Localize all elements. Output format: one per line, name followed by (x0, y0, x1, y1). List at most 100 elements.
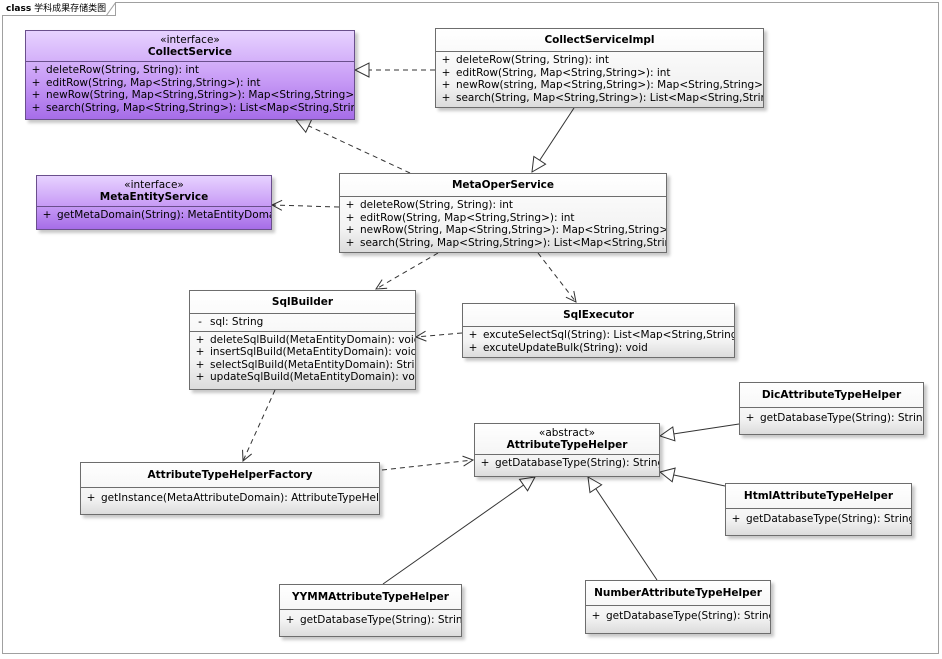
operation-row: + editRow(String, Map<String,String>): in… (26, 77, 354, 90)
operation-row: +getDatabaseType(String): String (726, 513, 911, 526)
class-yymm-attribute-type-helper[interactable]: YYMMAttributeTypeHelper +getDatabaseType… (279, 584, 462, 637)
class-collect-service-impl[interactable]: CollectServiceImpl + deleteRow(String, St… (435, 28, 764, 108)
visibility-marker: + (195, 333, 205, 346)
class-collect-service[interactable]: «interface» CollectService + deleteRow(St… (25, 30, 355, 120)
class-name: MetaOperService (451, 179, 555, 191)
edge-number-generalizes-attributetypehelper (588, 477, 658, 581)
operation-signature: getDatabaseType(String): String (300, 614, 461, 626)
visibility-marker: + (31, 64, 41, 76)
class-name: HtmlAttributeTypeHelper (743, 490, 894, 502)
operations-compartment: + deleteRow(String, String): int +editRow… (340, 197, 666, 251)
class-header: SqlBuilder (190, 291, 415, 314)
operation-signature: excuteSelectSql(String): List<Map<String… (483, 329, 734, 341)
operation-row: +newRow(String, Map<String,String>): Map… (26, 89, 354, 102)
visibility-marker: + (31, 76, 41, 89)
visibility-marker: + (285, 614, 295, 626)
operation-signature: deleteSqlBuild(MetaEntityDomain): void (210, 333, 415, 346)
class-name: CollectService (147, 46, 233, 58)
operation-signature: deleteRow(String, String): int (360, 199, 514, 211)
operation-row: +getMetaDomain(String): MetaEntityDomain (37, 209, 271, 222)
class-dic-attribute-type-helper[interactable]: DicAttributeTypeHelper +getDatabaseType(… (739, 382, 924, 435)
visibility-marker: + (195, 358, 205, 371)
class-header: MetaOperService (340, 174, 666, 197)
diagram-title: 学科成果存储类图 (34, 4, 107, 14)
operations-compartment: + getDatabaseType(String): String (280, 610, 461, 629)
operation-row: +editRow(String, Map<String,String>): in… (340, 212, 666, 225)
operation-signature: getDatabaseType(String): String (495, 457, 659, 469)
edge-dic-generalizes-attributetypehelper (660, 423, 740, 436)
attributes-compartment: -sql: String (190, 314, 415, 332)
visibility-marker: + (195, 346, 205, 358)
operation-signature: newRow(string, Map<String,String>): Map<… (456, 79, 763, 91)
attribute-signature: sql: String (210, 316, 264, 328)
visibility-marker: + (195, 371, 205, 383)
operation-row: + getInstance(MetaAttributeDomain): Attri… (81, 492, 379, 505)
visibility-marker: + (345, 199, 355, 211)
class-header: SqlExecutor (463, 304, 734, 327)
operation-signature: search(String, Map<String,String>): List… (360, 236, 666, 249)
class-sql-executor[interactable]: SqlExecutor + excuteSelectSql(String): Li… (462, 303, 735, 358)
class-meta-oper-service[interactable]: MetaOperService + deleteRow(String, Strin… (339, 173, 667, 253)
operation-row: + deleteRow(String, String): int (340, 199, 666, 212)
class-name: CollectServiceImpl (544, 34, 655, 46)
operation-row: +editRow(String, Map<String,String>): in… (436, 67, 763, 80)
operations-compartment: +getDatabaseType(String): String (726, 509, 911, 528)
attribute-row: -sql: String (190, 316, 415, 329)
class-header: NumberAttributeTypeHelper (586, 581, 770, 606)
edge-metaoper-realizes-collectservice (296, 120, 411, 174)
operation-signature: getMetaDomain(String): MetaEntityDomain (57, 209, 271, 221)
class-sql-builder[interactable]: SqlBuilder -sql: String + deleteSqlBuild(… (189, 290, 416, 390)
visibility-marker: + (86, 492, 96, 504)
class-header: «interface» MetaEntityService (37, 176, 271, 207)
edge-yymm-generalizes-attributetypehelper (382, 477, 535, 585)
class-html-attribute-type-helper[interactable]: HtmlAttributeTypeHelper +getDatabaseType… (725, 483, 912, 536)
class-name: AttributeTypeHelper (506, 439, 628, 451)
operation-signature: deleteRow(String, String): int (456, 54, 610, 66)
visibility-marker: + (345, 224, 355, 236)
operations-compartment: + getInstance(MetaAttributeDomain): Attri… (81, 488, 379, 507)
operation-signature: editRow(String, Map<String,String>): int (456, 66, 671, 79)
operation-row: +updateSqlBuild(MetaEntityDomain): void (190, 371, 415, 384)
class-number-attribute-type-helper[interactable]: NumberAttributeTypeHelper +getDatabaseTy… (585, 580, 771, 634)
operations-compartment: +getMetaDomain(String): MetaEntityDomain (37, 207, 271, 224)
class-name: AttributeTypeHelperFactory (147, 469, 313, 481)
operation-signature: selectSqlBuild(MetaEntityDomain): String (210, 358, 415, 371)
edge-html-generalizes-attributetypehelper (660, 472, 726, 487)
operations-compartment: + excuteSelectSql(String): List<Map<Strin… (463, 327, 734, 356)
edge-factory-to-attributetypehelper (381, 460, 473, 471)
visibility-marker: + (468, 341, 478, 354)
operation-row: +search(String, Map<String,String>): Lis… (436, 92, 763, 105)
frame-tab-corner (106, 2, 116, 16)
operation-row: +getDatabaseType(String): String (475, 457, 659, 470)
operation-row: + deleteRow(String, String): int (436, 54, 763, 67)
class-header: DicAttributeTypeHelper (740, 383, 923, 408)
operation-row: +newRow(String, Map<String,String>): Map… (340, 224, 666, 237)
operation-signature: newRow(String, Map<String,String>): Map<… (46, 89, 354, 101)
stereotype-label: «interface» (160, 34, 220, 46)
operation-signature: deleteRow(String, String): int (46, 64, 200, 76)
class-header: «abstract» AttributeTypeHelper (475, 424, 659, 455)
edge-sqlbuilder-to-factory (243, 389, 276, 461)
operation-signature: editRow(String, Map<String,String>): int (46, 76, 261, 89)
class-attribute-type-helper-factory[interactable]: AttributeTypeHelperFactory + getInstance(… (80, 462, 380, 515)
visibility-marker: + (31, 101, 41, 114)
visibility-marker: - (198, 316, 202, 328)
visibility-marker: + (345, 236, 355, 249)
operation-signature: getInstance(MetaAttributeDomain): Attrib… (101, 492, 379, 504)
edge-sqlexecutor-to-sqlbuilder (416, 333, 463, 337)
operation-signature: excuteUpdateBulk(String): void (483, 341, 648, 354)
class-attribute-type-helper[interactable]: «abstract» AttributeTypeHelper +getDatab… (474, 423, 660, 477)
operation-signature: getDatabaseType(String): String (760, 412, 923, 424)
visibility-marker: + (731, 513, 741, 525)
operations-compartment: +getDatabaseType(String): String (586, 606, 770, 625)
visibility-marker: + (441, 79, 451, 91)
visibility-marker: + (441, 54, 451, 66)
operation-row: +excuteSelectSql(String): List<Map<Strin… (463, 329, 734, 342)
edge-metaoper-to-sqlbuilder (376, 252, 439, 289)
edge-metaoper-to-metaentityservice (272, 205, 340, 207)
class-header: CollectServiceImpl (436, 29, 763, 52)
class-meta-entity-service[interactable]: «interface» MetaEntityService +getMetaDo… (36, 175, 272, 230)
operation-row: + excuteUpdateBulk(String): void (463, 342, 734, 355)
operation-row: +search(String, Map<String,String>): Lis… (26, 102, 354, 115)
